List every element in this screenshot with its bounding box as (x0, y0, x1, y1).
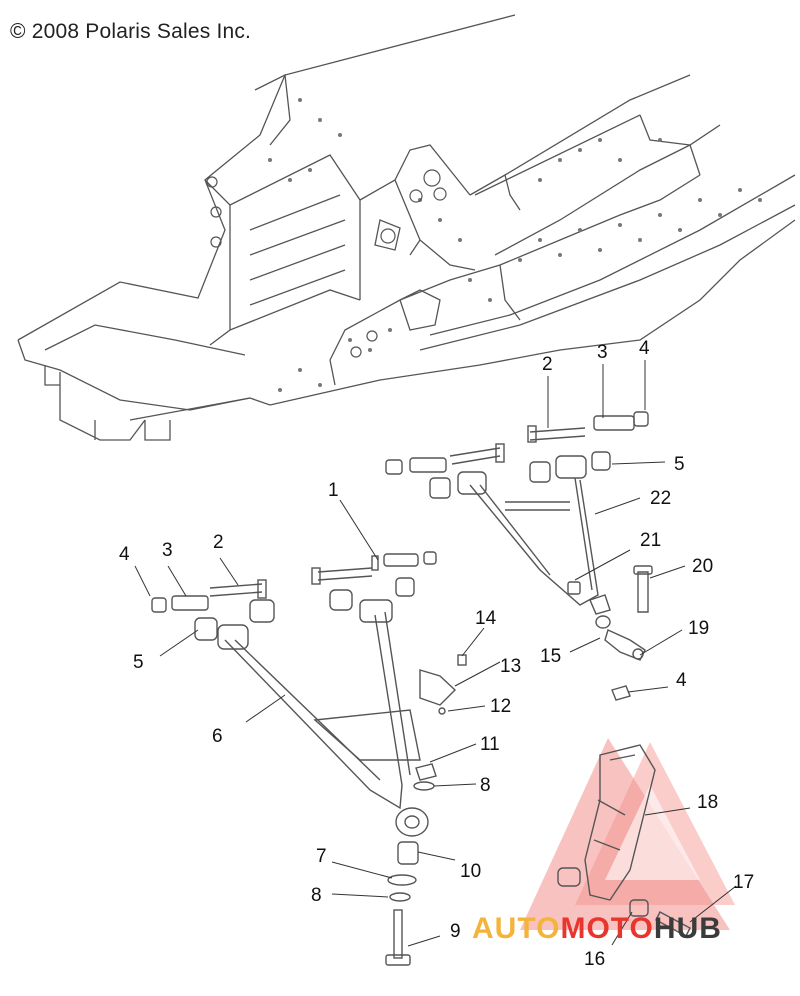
callout-1: 1 (328, 480, 339, 501)
callout-13: 13 (500, 656, 521, 677)
callout-4: 4 (676, 670, 687, 691)
lower-bolt-left (209, 583, 263, 597)
callout-3: 3 (162, 540, 173, 561)
callout-4: 4 (639, 338, 650, 359)
chassis-holes (206, 169, 447, 358)
callout-17: 17 (733, 872, 754, 893)
callout-21: 21 (640, 530, 661, 551)
callout-12: 12 (490, 696, 511, 717)
leader-lines (134, 360, 737, 947)
lower-a-arm (224, 611, 411, 810)
callout-9: 9 (450, 921, 461, 942)
callout-14: 14 (475, 608, 497, 629)
callout-5: 5 (674, 454, 685, 475)
upper-a-arm (469, 477, 599, 606)
upper-bolt (529, 427, 586, 441)
chassis-rivets (268, 98, 762, 392)
callout-20: 20 (692, 556, 713, 577)
callout-5: 5 (133, 652, 144, 673)
lower-bolt-right (317, 567, 373, 581)
watermark-logo (520, 738, 735, 930)
callout-18: 18 (697, 792, 718, 813)
upper-a-arm-assembly (385, 411, 649, 615)
callout-22: 22 (650, 488, 671, 509)
callout-11: 11 (480, 734, 500, 755)
chassis-frame (17, 14, 796, 441)
callout-2: 2 (542, 354, 553, 375)
callout-3: 3 (597, 342, 608, 363)
spindle-assembly (557, 565, 691, 937)
callout-4: 4 (119, 544, 130, 565)
callout-8: 8 (480, 775, 491, 796)
callout-6: 6 (212, 726, 223, 747)
watermark-text: AUTOMOTOHUB (472, 912, 722, 946)
copyright-notice: © 2008 Polaris Sales Inc. (10, 20, 252, 43)
lower-a-arm-assembly (151, 551, 467, 966)
callout-15: 15 (540, 646, 561, 667)
watermark-part-moto: MOTO (560, 912, 654, 945)
callout-numbers: 2 3 4 5 22 21 20 19 15 4 1 2 3 4 5 14 13… (119, 338, 754, 970)
watermark-part-auto: AUTO (472, 912, 561, 945)
callout-7: 7 (316, 846, 327, 867)
callout-8: 8 (311, 885, 322, 906)
callout-16: 16 (584, 949, 605, 970)
callout-10: 10 (460, 861, 481, 882)
watermark-part-hub: HUB (653, 912, 722, 945)
spindle (584, 744, 656, 901)
callout-2: 2 (213, 532, 224, 553)
callout-19: 19 (688, 618, 709, 639)
